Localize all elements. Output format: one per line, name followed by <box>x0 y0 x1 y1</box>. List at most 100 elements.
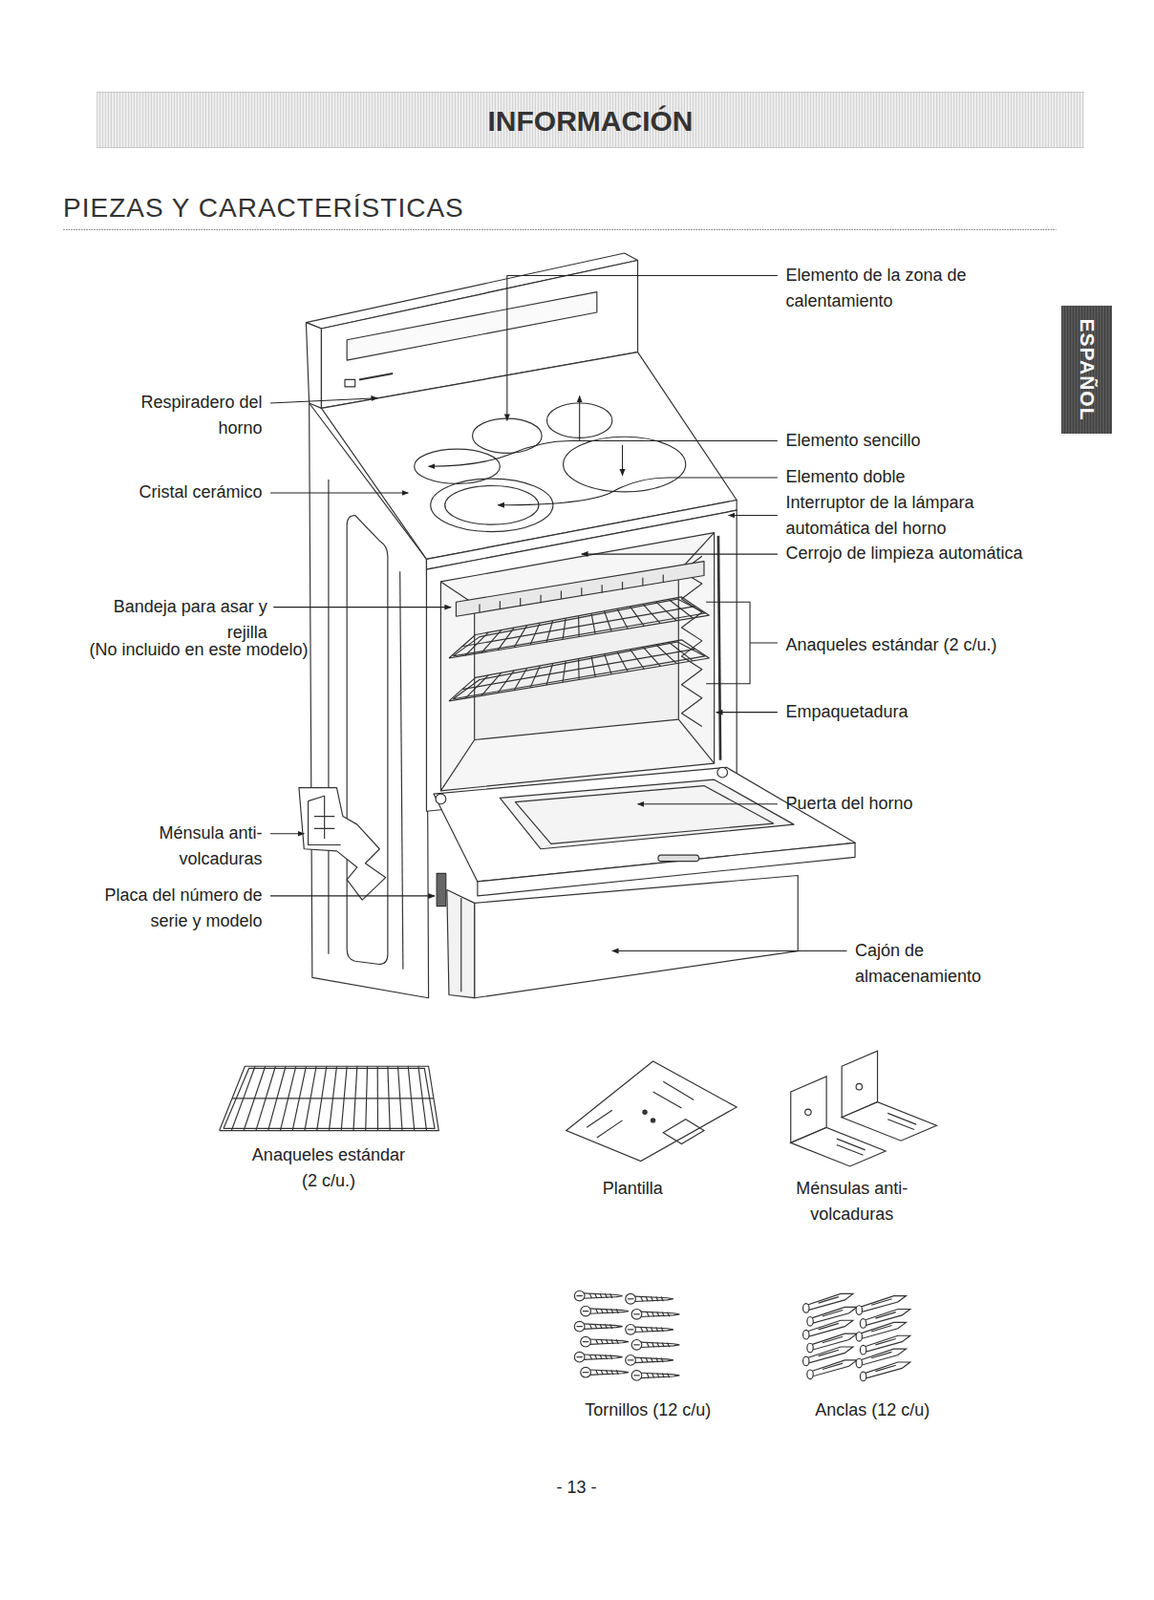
screw-drawing <box>604 1324 607 1329</box>
range-drawing <box>718 535 721 761</box>
accessory-caption: Anaqueles estándar (2 c/u.) <box>244 1142 412 1195</box>
screw-drawing <box>604 1293 607 1299</box>
screw-drawing <box>616 1339 619 1345</box>
header-band: INFORMACIÓN <box>96 91 1085 149</box>
leader-line <box>581 554 778 556</box>
range-drawing <box>299 788 386 900</box>
screw-drawing <box>582 1371 589 1373</box>
screw-drawing <box>652 1311 655 1317</box>
screw-drawing <box>610 1293 613 1299</box>
bracket-drawing <box>887 1112 917 1130</box>
leader-line <box>428 441 778 468</box>
screw-drawing <box>595 1324 598 1329</box>
screw-drawing <box>627 1298 634 1300</box>
part-label: Empaquetadura <box>785 699 908 726</box>
screw-drawing <box>634 1326 674 1332</box>
leader-line <box>612 950 848 952</box>
screw-drawing <box>589 1339 629 1345</box>
node-text: INFORMACIÓN <box>96 92 1085 150</box>
range-drawing <box>440 533 714 791</box>
leader-line <box>270 398 378 404</box>
anchor-drawing <box>818 1349 839 1356</box>
screw-drawing <box>576 1295 582 1297</box>
range-drawing <box>474 876 799 999</box>
screw-drawing <box>631 1370 642 1382</box>
anchor-drawing <box>822 1363 843 1369</box>
screw-drawing <box>645 1296 648 1302</box>
range-drawing <box>499 779 794 850</box>
screw-drawing <box>610 1324 613 1329</box>
screw-drawing <box>589 1293 592 1299</box>
title-rule <box>63 229 1056 231</box>
language-tab: ESPAÑOL <box>1061 305 1112 434</box>
anchor-drawing <box>860 1362 910 1379</box>
range-drawing <box>430 478 554 533</box>
range-drawing <box>436 873 447 906</box>
screw-drawing <box>576 1325 582 1327</box>
screw-drawing <box>662 1343 664 1348</box>
screw-drawing <box>589 1324 592 1329</box>
screw-drawing <box>583 1324 623 1329</box>
oven-rack <box>452 598 706 657</box>
leader-line <box>273 606 451 608</box>
screw-drawing <box>631 1308 642 1320</box>
anchor-drawing <box>807 1369 813 1380</box>
screw-drawing <box>595 1354 598 1360</box>
screw-drawing <box>633 1344 640 1346</box>
range-drawing <box>460 897 462 992</box>
bracket-drawing <box>855 1083 862 1090</box>
screw-drawing <box>631 1340 642 1351</box>
anchor-drawing <box>859 1345 866 1355</box>
screw-drawing <box>652 1373 655 1379</box>
screw-drawing <box>646 1373 649 1379</box>
anchor-drawing <box>803 1329 810 1340</box>
section-title: PIEZAS Y CARACTERÍSTICAS <box>63 192 465 224</box>
range-drawing <box>299 253 855 999</box>
screw-drawing <box>667 1343 670 1348</box>
range-drawing <box>440 533 714 791</box>
leader-line <box>270 491 408 493</box>
template-drawing <box>662 1119 705 1145</box>
screw-drawing <box>616 1369 619 1375</box>
screw-drawing <box>657 1343 660 1348</box>
anchor-drawing <box>808 1360 857 1377</box>
screw-drawing <box>645 1326 648 1332</box>
anchor-drawing <box>807 1343 813 1353</box>
screw-drawing <box>652 1343 655 1348</box>
screw-drawing <box>661 1326 663 1332</box>
screw-drawing <box>641 1296 643 1302</box>
leader-line <box>507 276 778 422</box>
range-drawing <box>344 379 356 386</box>
oven-rack <box>452 641 706 700</box>
range-drawing <box>658 854 700 861</box>
screw-drawing <box>634 1296 674 1302</box>
accessory-caption: Ménsulas anti- volcaduras <box>785 1175 919 1228</box>
screw-drawing <box>600 1369 603 1375</box>
screw-drawing <box>595 1293 598 1299</box>
part-label: Cristal cerámico <box>138 479 262 506</box>
screw-drawing <box>645 1358 648 1364</box>
anchor-drawing <box>807 1316 813 1326</box>
screw-drawing <box>633 1313 640 1315</box>
template-drawing <box>566 1061 737 1162</box>
anchor-drawing <box>803 1356 810 1367</box>
screw-drawing <box>657 1311 660 1317</box>
screw-drawing <box>641 1372 681 1378</box>
anchor-drawing <box>822 1336 843 1343</box>
screw-drawing <box>600 1308 603 1314</box>
screw-drawing <box>583 1293 623 1299</box>
screw-drawing <box>574 1290 585 1302</box>
screw-drawing <box>596 1339 599 1345</box>
screw-drawing <box>611 1369 614 1375</box>
screw-drawing <box>661 1296 663 1302</box>
leader-line <box>270 895 435 897</box>
range-drawing <box>426 510 737 812</box>
screw-drawing <box>625 1324 637 1335</box>
screw-drawing <box>596 1308 599 1314</box>
anchor-drawing <box>859 1371 866 1382</box>
screw-drawing <box>604 1354 607 1360</box>
screw-drawing <box>580 1336 592 1347</box>
accessory-caption: Plantilla <box>602 1175 663 1202</box>
oven-rack <box>462 648 696 689</box>
anchor-drawing <box>859 1319 866 1329</box>
